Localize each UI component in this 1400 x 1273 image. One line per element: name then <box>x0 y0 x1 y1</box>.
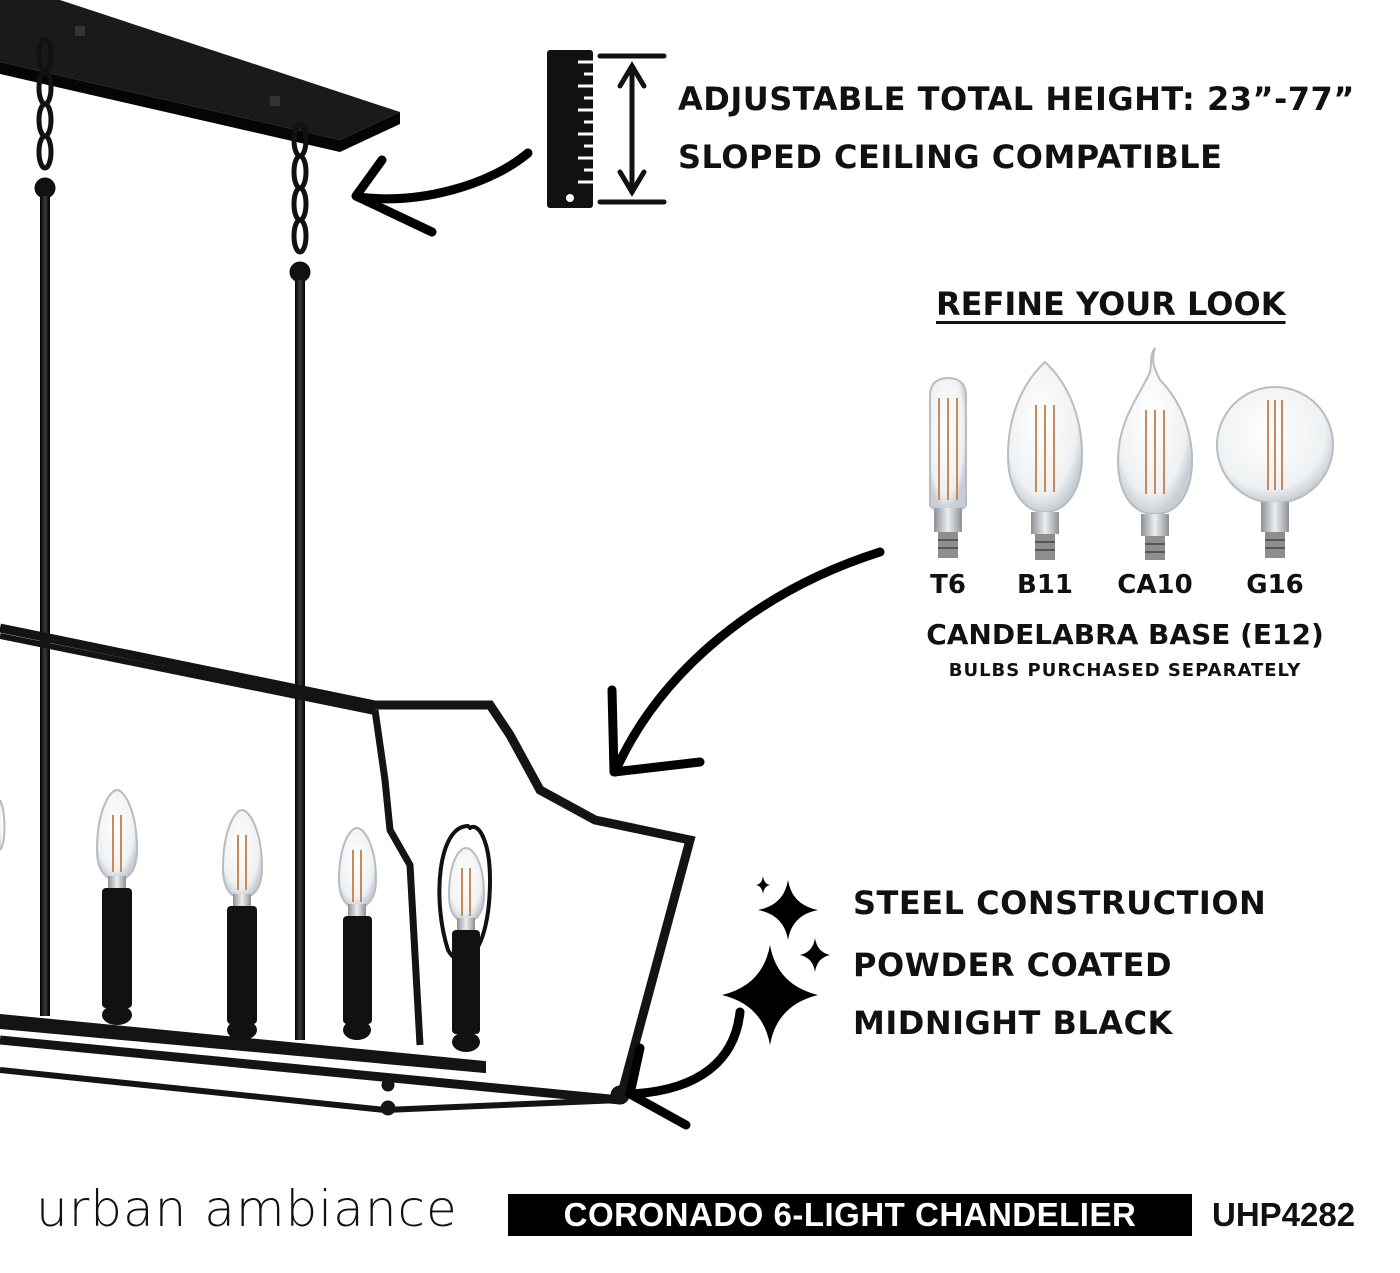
candelabra-base-title: CANDELABRA BASE (E12) <box>926 618 1324 651</box>
arrow-to-canopy <box>351 148 533 237</box>
flame-tip-bulb-icon <box>1116 347 1194 560</box>
bulb-label-b11: B11 <box>1017 570 1073 600</box>
candle-light-partial <box>0 799 6 851</box>
finish-feature-line-2: POWDER COATED <box>853 946 1173 984</box>
arrow-to-finish <box>625 1007 745 1130</box>
height-feature-line-2: SLOPED CEILING COMPATIBLE <box>678 138 1223 176</box>
brand-logo: urban ambiance <box>36 1180 458 1238</box>
bulb-label-t6: T6 <box>930 570 966 600</box>
finish-feature-line-1: STEEL CONSTRUCTION <box>853 884 1267 922</box>
sparkle-icon <box>722 876 830 1045</box>
lower-frame <box>0 1013 630 1116</box>
chandelier <box>0 0 696 1116</box>
candle-light-2 <box>221 808 264 1040</box>
product-name: CORONADO 6-LIGHT CHANDELIER <box>563 1196 1137 1233</box>
upper-frame <box>0 623 696 1102</box>
candle-light-1 <box>95 788 139 1025</box>
ceiling-canopy <box>0 0 400 152</box>
ruler-height-icon <box>547 50 667 208</box>
height-feature-line-1: ADJUSTABLE TOTAL HEIGHT: 23”-77” <box>678 80 1355 118</box>
downrod-right <box>295 280 305 1040</box>
bulbs-sold-separately-note: BULBS PURCHASED SEPARATELY <box>948 660 1302 681</box>
bulb-label-ca10: CA10 <box>1117 570 1193 600</box>
hanging-chain-right <box>289 121 311 283</box>
tube-bulb-icon <box>929 376 967 558</box>
candle-light-3 <box>337 826 378 1040</box>
torpedo-bulb-icon <box>1006 360 1084 560</box>
arrow-to-frame <box>607 547 885 777</box>
downrod-left <box>40 196 50 1016</box>
product-name-banner: CORONADO 6-LIGHT CHANDELIER <box>508 1194 1192 1236</box>
bulb-label-g16: G16 <box>1246 570 1304 600</box>
refine-look-title: REFINE YOUR LOOK <box>936 285 1286 323</box>
candle-light-4-highlighted <box>437 824 493 1052</box>
finish-feature-line-3: MIDNIGHT BLACK <box>853 1004 1173 1042</box>
product-sku: UHP4282 <box>1212 1196 1356 1233</box>
globe-bulb-icon <box>1216 386 1334 558</box>
